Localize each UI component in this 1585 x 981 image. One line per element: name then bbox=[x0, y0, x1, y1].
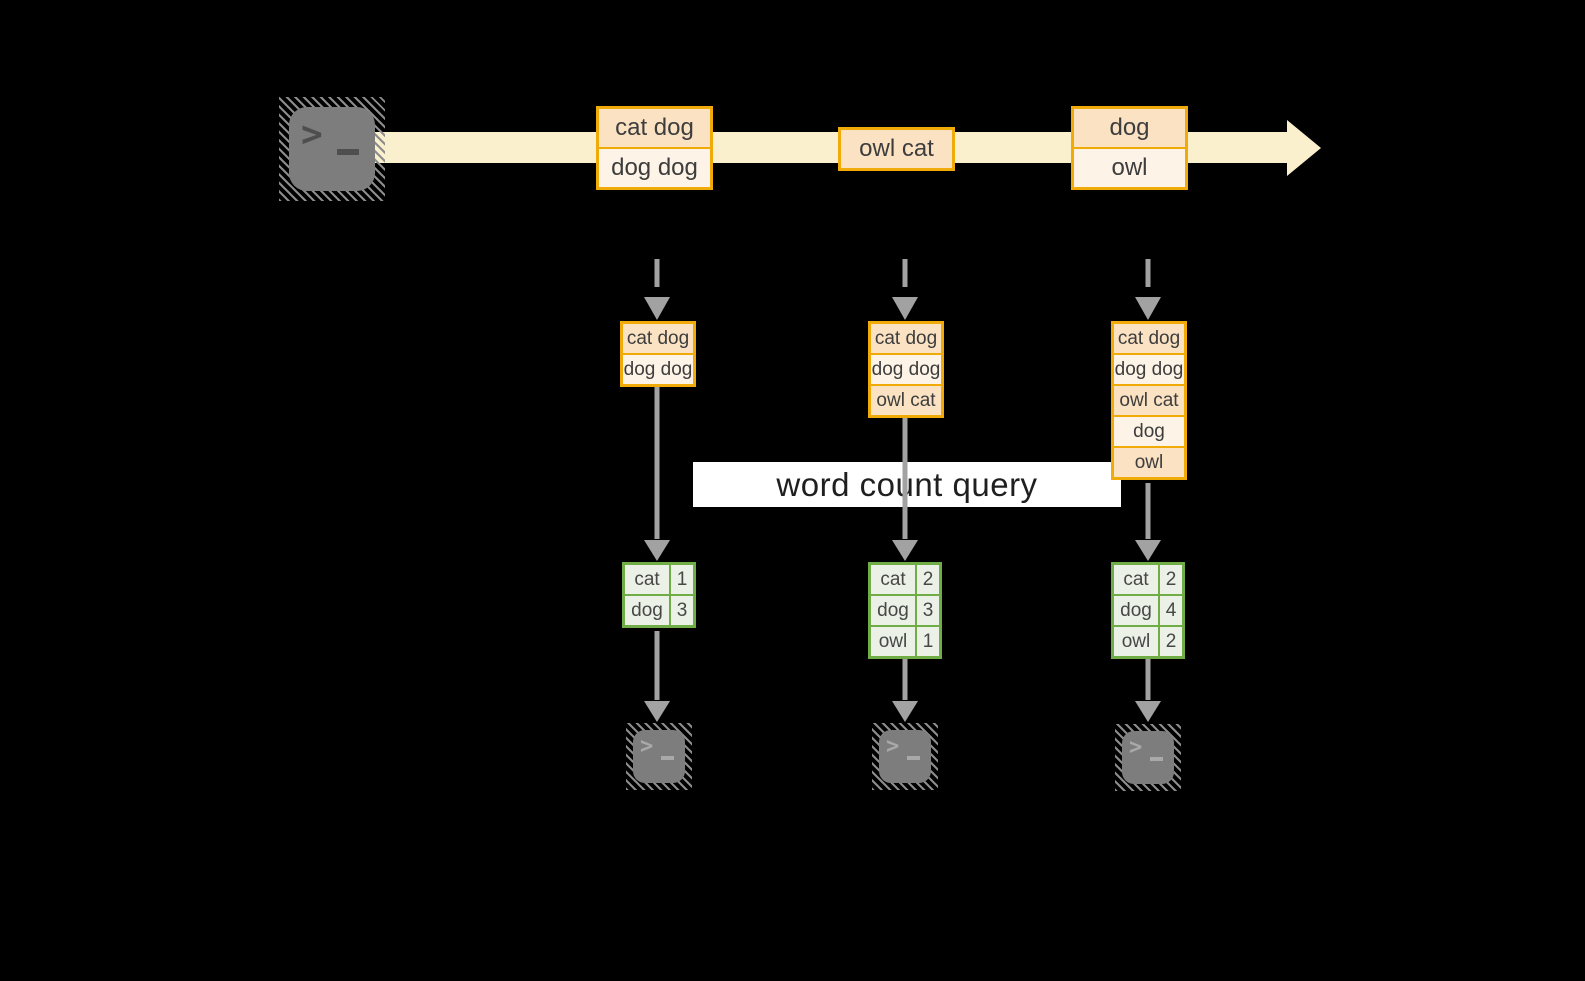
batch-line: dog bbox=[1114, 417, 1184, 446]
prompt-cursor-icon bbox=[661, 756, 674, 760]
terminal-screen: > bbox=[1122, 731, 1174, 784]
prompt-chevron-icon: > bbox=[1129, 735, 1143, 760]
source-terminal-icon: > bbox=[279, 97, 385, 201]
stream-arrowhead-icon bbox=[1287, 120, 1321, 176]
word-count-table: cat 1 dog 3 bbox=[622, 562, 696, 628]
batch-line: dog dog bbox=[1114, 355, 1184, 384]
terminal-screen: > bbox=[289, 107, 375, 191]
event-line: owl cat bbox=[841, 130, 952, 168]
arrowhead-icon bbox=[644, 297, 670, 320]
count-cell: 4 bbox=[1160, 596, 1182, 625]
count-cell: 1 bbox=[671, 565, 693, 594]
arrowhead-icon bbox=[1135, 701, 1161, 722]
event-line: dog bbox=[1074, 109, 1185, 147]
micro-batch: cat dog dog dog owl cat dog owl bbox=[1111, 321, 1187, 480]
arrowhead-icon bbox=[1135, 297, 1161, 320]
batch-line: cat dog bbox=[1114, 324, 1184, 353]
prompt-cursor-icon bbox=[1150, 757, 1163, 761]
arrowhead-icon bbox=[644, 701, 670, 722]
word-cell: cat bbox=[871, 565, 915, 594]
prompt-chevron-icon: > bbox=[886, 734, 900, 759]
word-cell: owl bbox=[1114, 627, 1158, 656]
arrowhead-icon bbox=[892, 540, 918, 561]
count-cell: 2 bbox=[917, 565, 939, 594]
word-cell: dog bbox=[1114, 596, 1158, 625]
arrowhead-icon bbox=[892, 297, 918, 320]
arrowhead-icon bbox=[892, 701, 918, 722]
stream-event: dog owl bbox=[1071, 106, 1188, 190]
batch-line: dog dog bbox=[623, 355, 693, 384]
batch-line: owl cat bbox=[1114, 386, 1184, 415]
batch-line: owl cat bbox=[871, 386, 941, 415]
stream-event: cat dog dog dog bbox=[596, 106, 713, 190]
prompt-chevron-icon: > bbox=[640, 734, 654, 759]
word-count-table: cat 2 dog 4 owl 2 bbox=[1111, 562, 1185, 659]
word-cell: dog bbox=[625, 596, 669, 625]
event-line: cat dog bbox=[599, 109, 710, 147]
prompt-cursor-icon bbox=[907, 756, 920, 760]
terminal-screen: > bbox=[879, 730, 931, 783]
batch-line: owl bbox=[1114, 448, 1184, 477]
arrowhead-icon bbox=[644, 540, 670, 561]
stream-event: owl cat bbox=[838, 127, 955, 171]
event-line: owl bbox=[1074, 149, 1185, 187]
count-cell: 1 bbox=[917, 627, 939, 656]
micro-batch: cat dog dog dog owl cat bbox=[868, 321, 944, 418]
event-line: dog dog bbox=[599, 149, 710, 187]
word-cell: dog bbox=[871, 596, 915, 625]
arrowhead-icon bbox=[1135, 540, 1161, 561]
word-cell: owl bbox=[871, 627, 915, 656]
batch-line: cat dog bbox=[623, 324, 693, 353]
count-cell: 2 bbox=[1160, 565, 1182, 594]
sink-terminal-icon: > bbox=[626, 723, 692, 790]
prompt-cursor-icon bbox=[337, 149, 359, 155]
word-cell: cat bbox=[625, 565, 669, 594]
terminal-screen: > bbox=[633, 730, 685, 783]
word-cell: cat bbox=[1114, 565, 1158, 594]
count-cell: 3 bbox=[917, 596, 939, 625]
batch-line: cat dog bbox=[871, 324, 941, 353]
prompt-chevron-icon: > bbox=[301, 114, 323, 155]
batch-line: dog dog bbox=[871, 355, 941, 384]
count-cell: 2 bbox=[1160, 627, 1182, 656]
sink-terminal-icon: > bbox=[1115, 724, 1181, 791]
micro-batch: cat dog dog dog bbox=[620, 321, 696, 387]
sink-terminal-icon: > bbox=[872, 723, 938, 790]
count-cell: 3 bbox=[671, 596, 693, 625]
word-count-table: cat 2 dog 3 owl 1 bbox=[868, 562, 942, 659]
